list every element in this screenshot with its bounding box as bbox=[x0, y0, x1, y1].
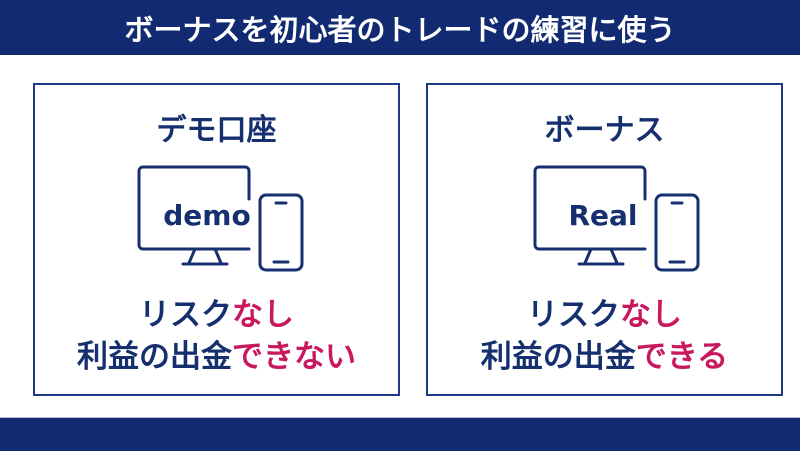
monitor-and-smartphone-icon: Real bbox=[533, 163, 703, 273]
screen-label: demo bbox=[163, 199, 251, 232]
withdrawal-status: できる bbox=[635, 339, 729, 375]
monitor-and-smartphone-icon: demo bbox=[137, 163, 307, 273]
withdrawal-text: 利益の出金 bbox=[480, 339, 636, 375]
risk-status: なし bbox=[620, 297, 682, 333]
withdrawal-line: 利益の出金できない bbox=[35, 337, 398, 377]
withdrawal-line: 利益の出金できる bbox=[428, 337, 781, 377]
page-title: ボーナスを初心者のトレードの練習に使う bbox=[124, 12, 676, 47]
risk-line: リスクなし bbox=[428, 295, 781, 335]
demo-account-card: デモ口座 demo リスクなし 利益の出金できない bbox=[33, 83, 400, 396]
risk-line: リスクなし bbox=[35, 295, 398, 335]
bonus-card: ボーナス Real リスクなし 利益の出金できる bbox=[426, 83, 783, 396]
risk-text: リスク bbox=[527, 297, 620, 333]
withdrawal-text: 利益の出金 bbox=[77, 339, 232, 375]
risk-text: リスク bbox=[139, 297, 232, 333]
card-title: デモ口座 bbox=[156, 113, 277, 148]
withdrawal-status: できない bbox=[232, 339, 356, 375]
header-banner: ボーナスを初心者のトレードの練習に使う bbox=[0, 0, 800, 55]
screen-label: Real bbox=[568, 199, 638, 232]
risk-status: なし bbox=[232, 297, 294, 333]
card-title: ボーナス bbox=[544, 113, 665, 148]
footer-banner bbox=[0, 417, 800, 451]
